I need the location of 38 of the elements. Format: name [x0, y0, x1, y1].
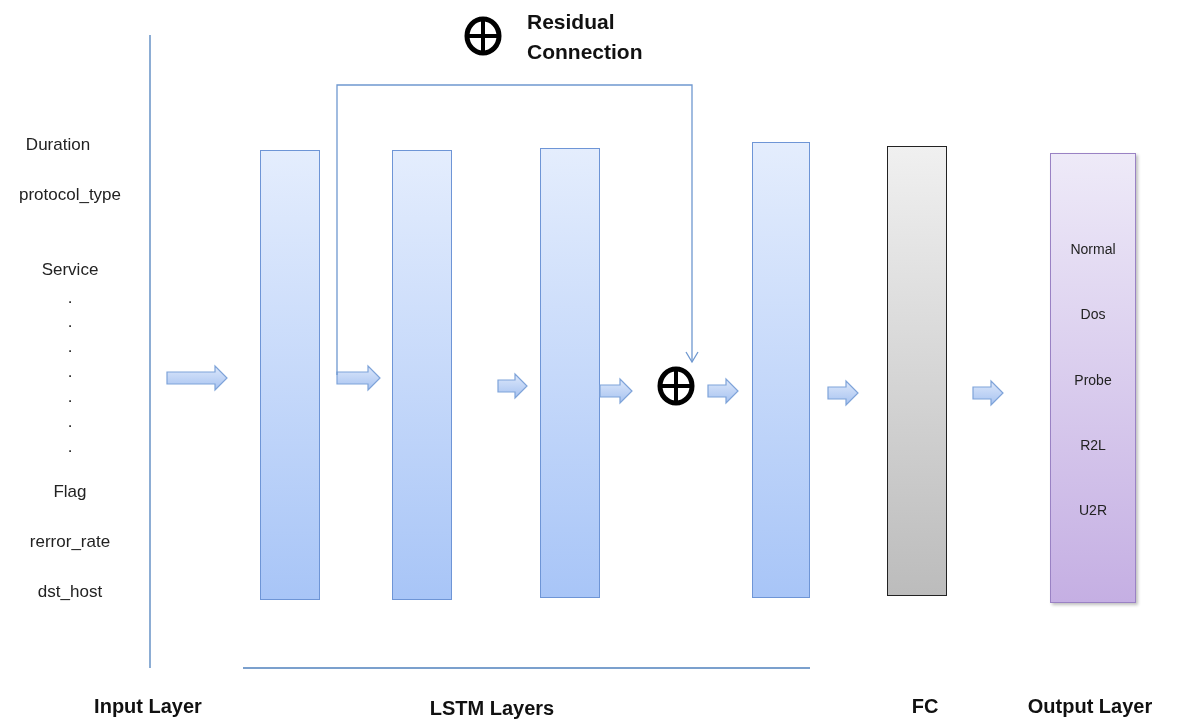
block-arrow	[827, 379, 859, 407]
ellipsis-dot: .	[67, 312, 73, 332]
layer-label: LSTM Layers	[429, 696, 555, 720]
ellipsis-dot: .	[67, 362, 73, 382]
ellipsis-dot: .	[67, 437, 73, 457]
block-arrow	[599, 377, 633, 405]
feature-label: Duration	[25, 135, 91, 155]
feature-label: protocol_type	[18, 185, 122, 205]
legend-label: Residual Connection	[527, 9, 644, 65]
feature-label: Flag	[53, 482, 87, 502]
block-arrow	[972, 379, 1004, 407]
lstm-layer-bar	[752, 142, 810, 598]
output-layer-bar	[1050, 153, 1136, 603]
circle-plus-symbol	[657, 366, 695, 406]
block-arrow	[707, 377, 739, 405]
class-label: R2L	[1079, 437, 1107, 453]
layer-label: Output Layer	[1027, 694, 1153, 718]
feature-label: rerror_rate	[29, 532, 111, 552]
feature-label: Service	[41, 260, 99, 280]
class-label: U2R	[1078, 502, 1108, 518]
ellipsis-dot: .	[67, 387, 73, 407]
residual-connection-arrow	[336, 84, 699, 376]
class-label: Probe	[1073, 372, 1113, 388]
ellipsis-dot: .	[67, 288, 73, 308]
ellipsis-dot: .	[67, 337, 73, 357]
class-label: Dos	[1079, 306, 1107, 322]
lstm-layer-bar	[392, 150, 452, 600]
block-arrow	[166, 364, 228, 392]
block-arrow	[336, 364, 381, 392]
class-label: Normal	[1069, 241, 1117, 257]
fc-layer-bar	[887, 146, 947, 596]
lstm-layer-bar	[540, 148, 600, 598]
block-arrow	[497, 372, 528, 400]
ellipsis-dot: .	[67, 412, 73, 432]
layer-label: FC	[911, 694, 939, 718]
layer-label: Input Layer	[94, 694, 202, 718]
lstm-layer-bar	[260, 150, 320, 600]
feature-label: dst_host	[37, 582, 103, 602]
